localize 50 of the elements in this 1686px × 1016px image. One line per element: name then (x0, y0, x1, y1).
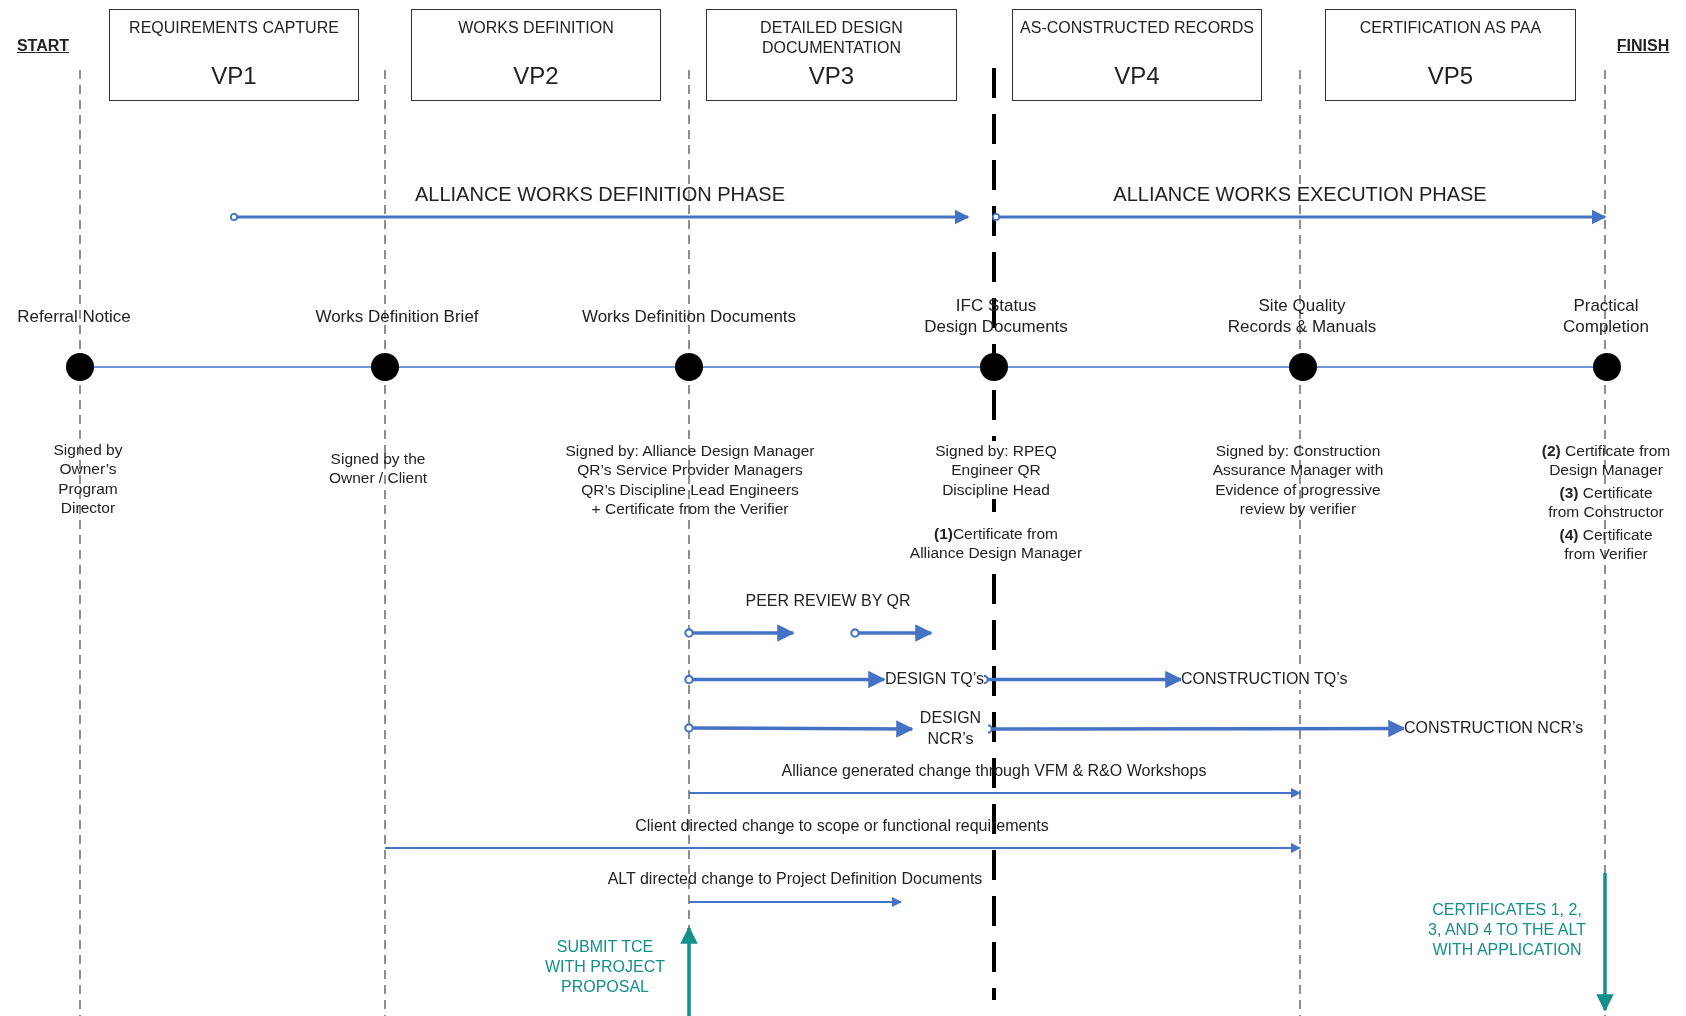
milestone-label: Referral Notice (17, 306, 131, 328)
stage-box (109, 9, 359, 101)
stage-box (1012, 9, 1262, 101)
milestone-dot (66, 353, 94, 381)
arrow-target-label: CONSTRUCTION TQ’s (1181, 669, 1348, 690)
arrow (684, 720, 914, 738)
start-label: START (16, 36, 70, 56)
stage-code: VP1 (210, 62, 258, 90)
timeline-line (398, 366, 676, 368)
instruction-note: CERTIFICATES 1, 2, 3, AND 4 TO THE ALT WITH APPLICATION (1427, 900, 1587, 960)
timeline-line (702, 366, 981, 368)
certificate-note: (2) Certificate from Design Manager (1540, 441, 1672, 480)
signature-note: Signed by the Owner / Client (327, 449, 429, 488)
milestone-label: Works Definition Documents (581, 306, 797, 328)
stage-box (411, 9, 661, 101)
stage-code: VP4 (1113, 62, 1161, 90)
timeline-line (1007, 366, 1290, 368)
instruction-note: SUBMIT TCE WITH PROJECT PROPOSAL (544, 937, 666, 997)
arrow-label: PEER REVIEW BY QR (745, 591, 911, 611)
signature-note: Signed by: Construction Assurance Manager with Evidence of progressive review by verifier (1211, 441, 1385, 519)
arrow (684, 670, 886, 689)
stage-code: VP5 (1426, 62, 1475, 90)
stage-code: VP3 (807, 62, 856, 90)
stage-heading: REQUIREMENTS CAPTURE (128, 18, 340, 38)
milestone-dot (675, 353, 703, 381)
milestone-label: Works Definition Brief (315, 306, 479, 328)
milestone-label: Site Quality Records & Manuals (1226, 295, 1378, 338)
certificate-note: (3) Certificate from Constructor (1547, 483, 1665, 522)
signature-note: Signed by: Alliance Design Manager QR’s Service Provider Managers QR’s Discipline Lead Engineers + Certificate from the Verifier (564, 441, 816, 519)
phase-label: ALLIANCE WORKS DEFINITION PHASE (414, 182, 786, 207)
stage-heading: WORKS DEFINITION (457, 18, 615, 38)
milestone-dot (980, 353, 1008, 381)
timeline-line (1316, 366, 1594, 368)
milestone-dot (1593, 353, 1621, 381)
stage-box (706, 9, 957, 101)
milestone-dot (371, 353, 399, 381)
stage-heading: DETAILED DESIGN DOCUMENTATION (759, 18, 904, 58)
arrow-target-label: DESIGN TQ’s (885, 669, 984, 690)
stage-heading: AS-CONSTRUCTED RECORDS (1019, 18, 1255, 38)
stage-code: VP2 (512, 62, 560, 90)
milestone-label: Practical Completion (1562, 295, 1650, 338)
stage-box (1325, 9, 1576, 101)
signature-note: Signed by Owner’s Program Director (52, 440, 124, 518)
certificate-note: (4) Certificate from Verifier (1558, 525, 1654, 564)
milestone-dot (1289, 353, 1317, 381)
timeline-line (93, 366, 372, 368)
arrow-label: ALT directed change to Project Definition Documents (607, 869, 983, 889)
stage-heading: CERTIFICATION AS PAA (1358, 18, 1543, 38)
finish-label: FINISH (1616, 36, 1670, 56)
phase-label: ALLIANCE WORKS EXECUTION PHASE (1113, 182, 1487, 207)
